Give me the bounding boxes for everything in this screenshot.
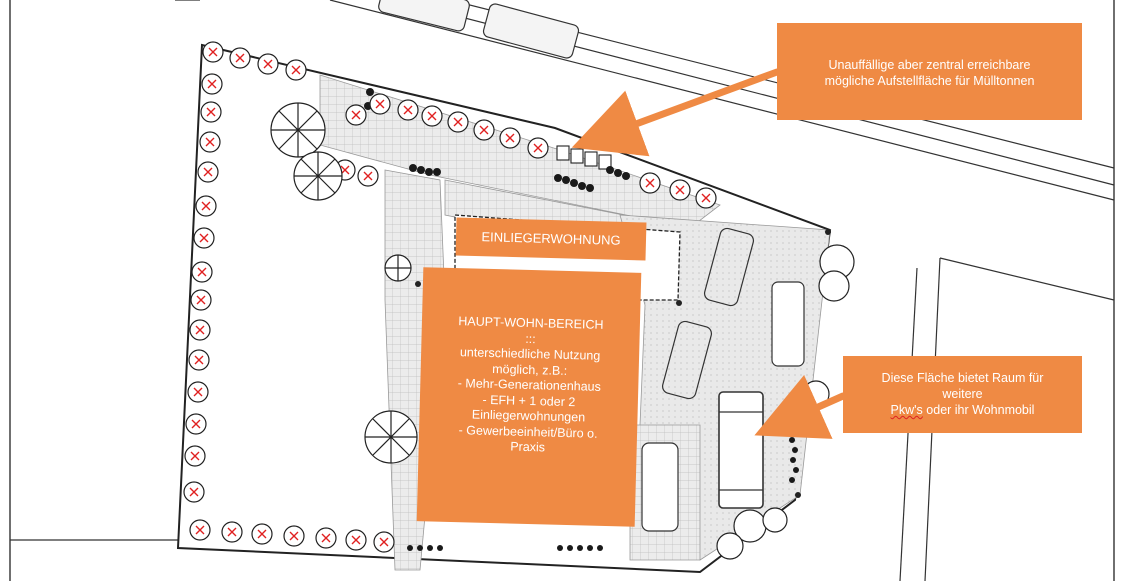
arrow-to-bins xyxy=(571,68,781,157)
car-top-1 xyxy=(378,0,470,32)
callout-waste-bins-line2: mögliche Aufstellfläche für Mülltonnen xyxy=(824,74,1035,88)
boundary-trees xyxy=(183,41,717,553)
cars xyxy=(378,0,805,532)
callout-parking-line3-rest: oder ihr Wohnmobil xyxy=(922,403,1035,417)
callout-waste-bins: Unauffällige aber zentral erreichbare mö… xyxy=(777,23,1082,120)
car-top-2 xyxy=(482,3,580,59)
car-parked-3 xyxy=(771,281,805,367)
callout-arrows xyxy=(571,68,847,439)
callout-main-living-area: HAUPT-WOHN-BEREICH ::: unterschiedliche … xyxy=(416,267,642,527)
canopy-trees xyxy=(270,102,855,560)
car-parked-2 xyxy=(661,320,713,400)
callout-parking-line3: Pkw's oder ihr Wohnmobil xyxy=(843,402,1082,418)
hedges xyxy=(364,88,799,551)
callout-parking-line1: Diese Fläche bietet Raum für xyxy=(881,371,1044,385)
arrow-to-parking xyxy=(754,374,847,439)
callout-parking-line2: weitere xyxy=(942,387,983,401)
car-parked-4 xyxy=(641,442,679,532)
callout-waste-bins-line1: Unauffällige aber zentral erreichbare xyxy=(828,58,1031,72)
callout-parking-word: Pkw's xyxy=(890,403,923,417)
car-parked-1 xyxy=(703,227,755,307)
label-einliegerwohnung-text: EINLIEGERWOHNUNG xyxy=(481,229,621,248)
camper-van xyxy=(718,391,764,509)
frame xyxy=(9,0,1115,581)
label-einliegerwohnung: EINLIEGERWOHNUNG xyxy=(455,217,647,261)
callout-parking: Diese Fläche bietet Raum für weitere Pkw… xyxy=(843,356,1082,433)
